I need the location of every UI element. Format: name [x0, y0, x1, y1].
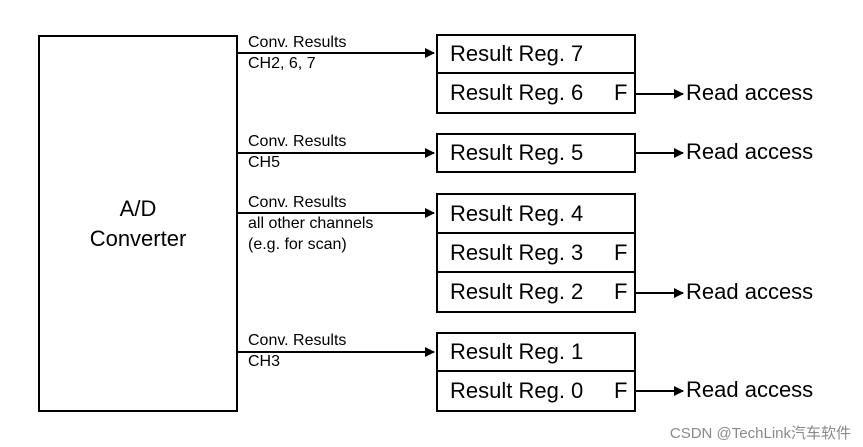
result-reg-0: Result Reg. 0 F: [436, 370, 636, 412]
fifo-flag: F: [614, 378, 628, 403]
result-reg-label: Result Reg. 4: [450, 200, 584, 226]
result-reg-5: Result Reg. 5: [436, 133, 636, 173]
result-reg-label: Result Reg. 3: [450, 239, 584, 265]
read-access-label-reg2: Read access: [686, 279, 814, 304]
result-reg-label: Result Reg. 7: [450, 41, 584, 66]
conv-label-line2: all other channels: [248, 215, 374, 232]
conv-results-label-ch3: Conv. Results CH3: [248, 330, 346, 372]
conv-label-line2: CH5: [248, 154, 281, 171]
read-access-label-reg0: Read access: [686, 377, 814, 402]
fifo-flag: F: [614, 80, 628, 105]
conv-label-line1: Conv. Results: [248, 332, 347, 349]
fifo-flag: F: [614, 279, 628, 304]
conv-label-line3: (e.g. for scan): [248, 236, 347, 253]
conv-results-label-ch5: Conv. Results CH5: [248, 131, 346, 173]
conv-label-line1: Conv. Results: [248, 194, 347, 211]
conv-label-line1: Conv. Results: [248, 133, 347, 150]
conv-label-line2: CH3: [248, 353, 281, 370]
result-reg-1: Result Reg. 1: [436, 332, 636, 372]
watermark-text: CSDN @TechLink汽车软件: [669, 425, 851, 442]
result-reg-label: Result Reg. 6: [450, 80, 584, 105]
result-reg-6: Result Reg. 6 F: [436, 72, 636, 114]
conv-label-line1: Conv. Results: [248, 34, 347, 51]
read-access-label-reg5: Read access: [686, 139, 814, 164]
ad-converter-block: A/D Converter: [38, 35, 238, 412]
result-reg-3: Result Reg. 3 F: [436, 232, 636, 273]
result-reg-2: Result Reg. 2 F: [436, 271, 636, 313]
conv-label-line2: CH2, 6, 7: [248, 55, 316, 72]
result-reg-4: Result Reg. 4: [436, 193, 636, 234]
result-reg-label: Result Reg. 1: [450, 339, 584, 364]
read-access-label-reg6: Read access: [686, 80, 814, 105]
conv-results-label-other: Conv. Results all other channels (e.g. f…: [248, 192, 373, 255]
result-reg-label: Result Reg. 2: [450, 279, 584, 304]
fifo-flag: F: [614, 239, 628, 265]
result-reg-7: Result Reg. 7: [436, 34, 636, 74]
converter-label-line1: A/D: [119, 195, 157, 221]
result-reg-label: Result Reg. 5: [450, 140, 584, 165]
conv-results-label-ch2-6-7: Conv. Results CH2, 6, 7: [248, 32, 346, 74]
result-reg-label: Result Reg. 0: [450, 378, 584, 403]
converter-label-line2: Converter: [89, 225, 187, 251]
